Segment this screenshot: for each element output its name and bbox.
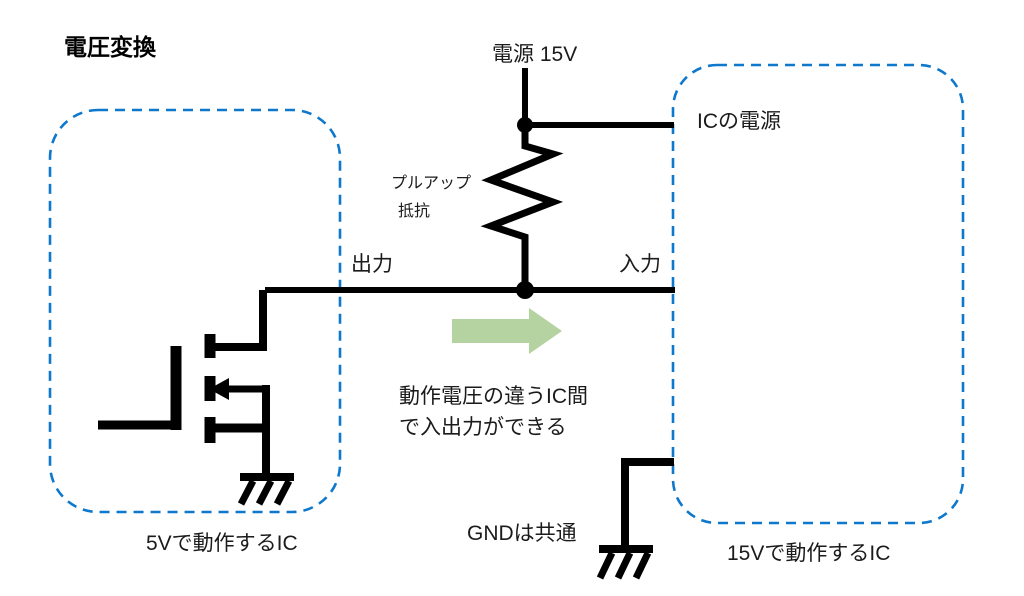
mosfet-body-arrow-icon [209, 378, 229, 400]
right-ground-prong-2 [614, 551, 634, 580]
signal-direction-arrow-icon [452, 308, 562, 354]
pullup-resistor-label-line2: 抵抗 [398, 203, 431, 220]
right-ground-prong-1 [596, 551, 616, 580]
left-ground-prong-2 [255, 479, 275, 506]
junction-dot-top [517, 117, 533, 133]
annotation-line-1: 動作電圧の違うIC間 [399, 385, 588, 408]
left-ground-prong-3 [273, 479, 293, 506]
pullup-resistor-symbol [480, 126, 564, 283]
right-ic-label: 15Vで動作するIC [727, 542, 891, 565]
page-title: 電圧変換 [64, 34, 156, 60]
left-ic-dashed-box [48, 108, 342, 514]
right-ground-prong-3 [632, 551, 652, 580]
output-pin-label: 出力 [351, 253, 393, 276]
left-ic-label: 5Vで動作するIC [146, 532, 298, 555]
pullup-resistor-label-line1: プルアップ [391, 175, 472, 192]
ic-power-label: ICの電源 [697, 110, 781, 133]
gnd-common-label: GNDは共通 [467, 522, 577, 545]
left-ground-prong-1 [237, 479, 257, 506]
annotation-line-2: で入出力ができる [399, 416, 567, 439]
right-ic-dashed-box [671, 63, 965, 525]
mosfet-drain-wire [214, 290, 267, 351]
annotation-text: 動作電圧の違うIC間 で入出力ができる [399, 381, 588, 443]
power-supply-label: 電源 15V [492, 43, 578, 66]
input-pin-label: 入力 [619, 253, 661, 276]
